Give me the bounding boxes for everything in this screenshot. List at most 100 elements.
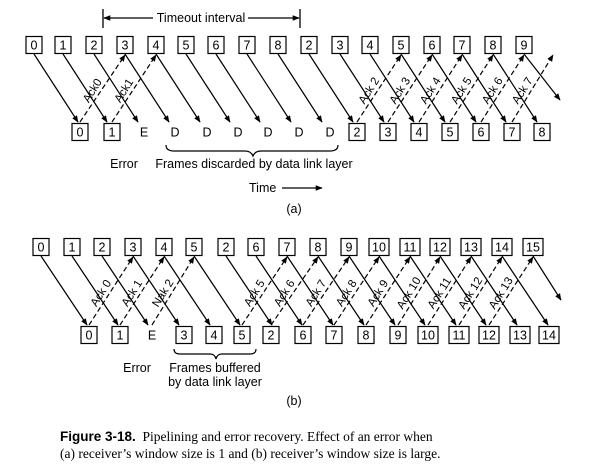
- received-frame-b: 1: [111, 325, 129, 345]
- discarded-marker: D: [263, 126, 272, 140]
- received-frame-b-label: 11: [453, 329, 466, 343]
- sent-frame-b: 11: [399, 237, 421, 257]
- buffered-brace: [173, 348, 257, 360]
- sent-frame-a: 5: [392, 35, 410, 55]
- sent-frame-a-label: 1: [60, 39, 67, 53]
- sent-frame-b-label: 8: [315, 241, 322, 255]
- sent-frame-a: 8: [484, 35, 502, 55]
- sent-frame-a: 7: [453, 35, 471, 55]
- received-frame-b: 4: [205, 325, 223, 345]
- ack-arrow-b: [365, 256, 411, 326]
- ack-arrow-b: [241, 256, 288, 326]
- sent-frame-b-label: 10: [372, 241, 386, 255]
- discarded-marker: D: [233, 126, 242, 140]
- sent-frame-a-box: [515, 35, 533, 55]
- received-frame-b: 9: [389, 325, 407, 345]
- ack-arrow-b: [458, 256, 503, 326]
- sent-frame-b-label: 11: [404, 241, 417, 255]
- frame-arrow-a: [215, 53, 261, 123]
- ack-arrow-a: [511, 54, 554, 123]
- received-frame-b: 11: [448, 325, 470, 345]
- sent-frame-b-label: 15: [526, 241, 540, 255]
- sent-frame-b-label: 3: [130, 241, 137, 255]
- received-frame-a-box: [533, 122, 551, 142]
- received-frame-b-label: 12: [482, 329, 496, 343]
- discarded-marker: D: [294, 126, 303, 140]
- received-frame-b: 14: [538, 325, 560, 345]
- received-frame-b-box: [448, 325, 470, 345]
- sent-frame-a: 5: [177, 35, 195, 55]
- sent-frame-a-box: [238, 35, 256, 55]
- sent-frame-a: 4: [361, 35, 379, 55]
- sent-frame-a-label: 7: [459, 39, 466, 53]
- sent-frame-a-label: 6: [429, 39, 436, 53]
- frame-arrow-b: [163, 255, 211, 326]
- received-frame-b-label: 8: [363, 329, 370, 343]
- received-frame-a-box: [410, 122, 428, 142]
- caption-label: Figure 3-18.: [60, 429, 136, 444]
- received-frame-a: 0: [71, 122, 89, 142]
- sent-frame-b-label: 5: [191, 241, 198, 255]
- frame-arrow-a: [62, 53, 108, 123]
- received-frame-b-box: [294, 325, 312, 345]
- sent-frame-a-label: 2: [91, 39, 98, 53]
- ack-label-a: Ack 7: [510, 76, 535, 107]
- sent-frame-a-box: [116, 35, 134, 55]
- sent-frame-a-label: 7: [244, 39, 251, 53]
- sent-frame-a-box: [85, 35, 103, 55]
- frame-arrow-b: [132, 255, 180, 326]
- frame-arrow-a: [93, 53, 139, 123]
- sent-frame-a-box: [453, 35, 471, 55]
- timeout-interval: Timeout interval: [102, 9, 301, 28]
- sent-frame-a: 6: [423, 35, 441, 55]
- error-label-b: Error: [123, 361, 151, 375]
- sent-frame-b: 8: [309, 237, 327, 257]
- sent-frame-a-box: [207, 35, 225, 55]
- sent-frame-b-box: [185, 237, 203, 257]
- frame-arrow-a: [461, 53, 507, 123]
- sent-frame-b: 12: [429, 237, 451, 257]
- sent-frame-a: 0: [25, 35, 43, 55]
- ack-label-b: Ack 8: [334, 278, 359, 309]
- sent-frame-b: 13: [460, 237, 482, 257]
- frame-arrows-a: [33, 53, 561, 123]
- sent-frame-b: 2: [217, 237, 235, 257]
- ack-label-b: Ack 12: [457, 275, 486, 311]
- ack-label-a: Ack0: [81, 77, 105, 105]
- received-frame-a-label: 3: [385, 126, 392, 140]
- figure-caption: Figure 3-18. Pipelining and error recove…: [60, 428, 580, 462]
- buffered-label-2: by data link layer: [168, 375, 262, 389]
- frame-arrow-b: [439, 255, 487, 326]
- received-frame-b-box: [205, 325, 223, 345]
- ack-label-a: Ack 5: [449, 76, 474, 107]
- received-frame-b-label: 2: [268, 329, 275, 343]
- sent-frame-a-box: [484, 35, 502, 55]
- sent-frame-b: 1: [63, 237, 81, 257]
- received-frame-a: 7: [503, 122, 521, 142]
- ack-arrow-b: [397, 256, 441, 326]
- ack-arrow-a: [418, 54, 463, 123]
- caption-line-2: (a) receiver’s window size is 1 and (b) …: [60, 446, 441, 461]
- sent-frame-b-box: [124, 237, 142, 257]
- frame-arrow-b: [532, 255, 562, 301]
- sent-frame-a-box: [392, 35, 410, 55]
- ack-arrow-b: [488, 256, 534, 326]
- sent-frame-a: 2: [300, 35, 318, 55]
- received-frame-b-label: 14: [542, 329, 556, 343]
- sent-frame-b-box: [429, 237, 451, 257]
- sent-frame-b-box: [278, 237, 296, 257]
- sent-frame-a: 1: [54, 35, 72, 55]
- received-frame-b: 5: [233, 325, 251, 345]
- caption-line-1: Figure 3-18. Pipelining and error recove…: [60, 428, 580, 445]
- frame-arrow-a: [492, 53, 538, 123]
- received-frame-b-label: 7: [331, 329, 338, 343]
- sent-frame-a: 3: [116, 35, 134, 55]
- sent-frame-a: 9: [515, 35, 533, 55]
- frame-arrow-b: [348, 255, 396, 326]
- sent-frame-a-box: [269, 35, 287, 55]
- frame-arrow-a: [523, 53, 561, 101]
- received-frame-b: 2: [262, 325, 280, 345]
